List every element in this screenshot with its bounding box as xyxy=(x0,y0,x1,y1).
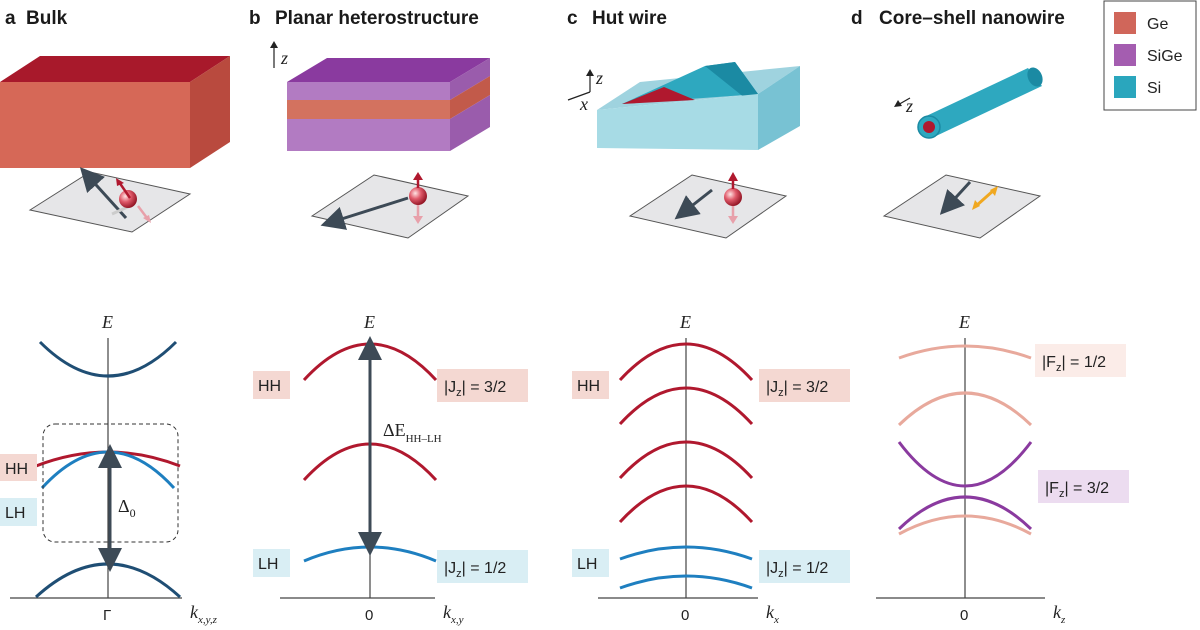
gap-label-a: Δ0 xyxy=(118,496,136,520)
hut-wire-structure: z x xyxy=(568,62,800,150)
legend-label-si: Si xyxy=(1147,80,1161,97)
svg-text:d: d xyxy=(851,8,863,29)
lh-label-b: LH xyxy=(258,556,278,573)
hh-label-c: HH xyxy=(577,378,600,395)
core-shell-nanowire: z xyxy=(894,65,1046,138)
svg-text:Bulk: Bulk xyxy=(26,8,68,29)
k-axis-label-c: kx xyxy=(766,602,779,626)
svg-text:a: a xyxy=(5,8,16,29)
lh-label-c: LH xyxy=(577,556,597,573)
gap-label-b: ΔEHH–LH xyxy=(383,420,442,445)
legend-swatch-si xyxy=(1114,76,1136,98)
bulk-spin-sphere xyxy=(119,190,137,208)
legend-swatch-ge xyxy=(1114,12,1136,34)
legend-swatch-sige xyxy=(1114,44,1136,66)
z-axis-label-b: z xyxy=(280,48,288,68)
k-axis-label-a: kx,y,z xyxy=(190,602,218,626)
k-tick-label-c: 0 xyxy=(681,607,689,624)
hh-label-a: HH xyxy=(5,461,28,478)
k-axis-label-d: kz xyxy=(1053,602,1066,626)
svg-text:Hut wire: Hut wire xyxy=(592,8,667,29)
k-tick-label-a: Γ xyxy=(103,607,111,624)
legend-label-ge: Ge xyxy=(1147,16,1168,33)
k-tick-label-b: 0 xyxy=(365,607,373,624)
planar-spin-plane xyxy=(312,172,468,238)
k-axis-label-b: kx,y xyxy=(443,602,464,626)
planar-heterostructure-stack: z xyxy=(270,41,490,151)
bulk-spin-plane xyxy=(30,172,190,232)
bulk-ge-block xyxy=(0,56,230,168)
z-axis-label-c: z xyxy=(595,68,603,88)
energy-axis-label-c: E xyxy=(679,312,691,332)
panel-b-title: b Planar heterostructure xyxy=(249,8,479,29)
energy-axis-label-a: E xyxy=(101,312,113,332)
z-axis-label-d: z xyxy=(905,96,913,116)
x-axis-label-c: x xyxy=(579,94,588,114)
energy-axis-label-d: E xyxy=(958,312,970,332)
nanowire-spin-plane xyxy=(884,175,1040,238)
svg-text:b: b xyxy=(249,8,261,29)
panel-c-title: c Hut wire xyxy=(567,8,667,29)
energy-axis-label-b: E xyxy=(363,312,375,332)
legend-label-sige: SiGe xyxy=(1147,48,1183,65)
panel-d-title: d Core–shell nanowire xyxy=(851,8,1065,29)
panel-a-title: a Bulk xyxy=(5,8,68,29)
hut-wire-spin-plane xyxy=(630,172,786,238)
svg-text:c: c xyxy=(567,8,578,29)
material-legend: Ge SiGe Si xyxy=(1104,1,1196,110)
svg-text:Core–shell nanowire: Core–shell nanowire xyxy=(879,8,1065,29)
svg-text:Planar heterostructure: Planar heterostructure xyxy=(275,8,479,29)
lh-label-a: LH xyxy=(5,505,25,522)
hh-label-b: HH xyxy=(258,378,281,395)
k-tick-label-d: 0 xyxy=(960,607,968,624)
